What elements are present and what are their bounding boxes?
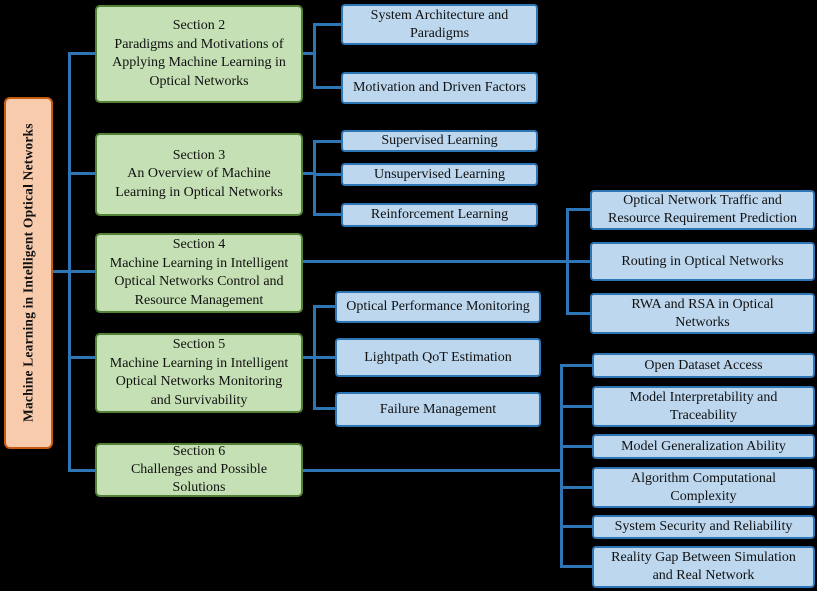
connector-s6-out — [303, 469, 563, 472]
topic-reinforcement-learning: Reinforcement Learning — [341, 203, 538, 227]
connector-s2-c2 — [313, 86, 341, 89]
connector-trunk-s2 — [70, 52, 95, 55]
connector-s6-c4 — [560, 486, 592, 489]
connector-s3-c3 — [313, 213, 341, 216]
connector-s6-c6 — [560, 565, 592, 568]
connector-s5-c3 — [313, 407, 335, 410]
connector-s5-out — [303, 356, 316, 359]
topic-system-architecture: System Architecture and Paradigms — [341, 4, 538, 45]
connector-s6-bracket — [560, 364, 563, 568]
topic-motivation: Motivation and Driven Factors — [341, 72, 538, 104]
connector-s4-c3 — [566, 312, 590, 315]
topic-interpretability: Model Interpretability and Traceability — [592, 386, 815, 427]
topic-generalization: Model Generalization Ability — [592, 434, 815, 459]
topic-traffic-prediction: Optical Network Traffic and Resource Req… — [590, 190, 815, 230]
section-2-node: Section 2 Paradigms and Motivations of A… — [95, 5, 303, 103]
connector-s4-out — [303, 260, 570, 263]
section-5-node: Section 5 Machine Learning in Intelligen… — [95, 333, 303, 413]
topic-lightpath-qot: Lightpath QoT Estimation — [335, 338, 541, 377]
connector-trunk-s3 — [70, 172, 95, 175]
connector-root-trunk — [53, 270, 70, 273]
topic-rwa-rsa: RWA and RSA in Optical Networks — [590, 293, 815, 334]
topic-optical-performance-monitoring: Optical Performance Monitoring — [335, 291, 541, 323]
connector-trunk-s6 — [70, 469, 95, 472]
section-3-node: Section 3 An Overview of Machine Learnin… — [95, 133, 303, 216]
topic-routing: Routing in Optical Networks — [590, 242, 815, 281]
topic-complexity: Algorithm Computational Complexity — [592, 467, 815, 508]
topic-supervised-learning: Supervised Learning — [341, 130, 538, 152]
topic-unsupervised-learning: Unsupervised Learning — [341, 163, 538, 186]
connector-s3-bracket — [313, 140, 316, 216]
connector-s4-c2 — [566, 260, 590, 263]
connector-s3-out — [303, 172, 316, 175]
topic-security: System Security and Reliability — [592, 515, 815, 539]
connector-trunk-s4 — [70, 270, 95, 273]
connector-s5-c2 — [313, 356, 335, 359]
section-4-node: Section 4 Machine Learning in Intelligen… — [95, 233, 303, 313]
connector-s3-c2 — [313, 173, 341, 176]
connector-s2-bracket — [313, 23, 316, 89]
connector-s4-c1 — [566, 208, 590, 211]
connector-s3-c1 — [313, 140, 341, 143]
connector-s2-c1 — [313, 23, 341, 26]
connector-trunk-vertical — [68, 52, 71, 472]
connector-s6-c2 — [560, 405, 592, 408]
topic-failure-management: Failure Management — [335, 392, 541, 427]
connector-s5-c1 — [313, 305, 335, 308]
connector-s6-c1 — [560, 364, 592, 367]
connector-trunk-s5 — [70, 356, 95, 359]
topic-reality-gap: Reality Gap Between Simulation and Real … — [592, 546, 815, 588]
connector-s2-out — [303, 52, 316, 55]
connector-s6-c3 — [560, 445, 592, 448]
root-node: Machine Learning in Intelligent Optical … — [4, 97, 53, 449]
connector-s6-c5 — [560, 525, 592, 528]
topic-open-dataset: Open Dataset Access — [592, 353, 815, 378]
section-6-node: Section 6 Challenges and Possible Soluti… — [95, 443, 303, 497]
